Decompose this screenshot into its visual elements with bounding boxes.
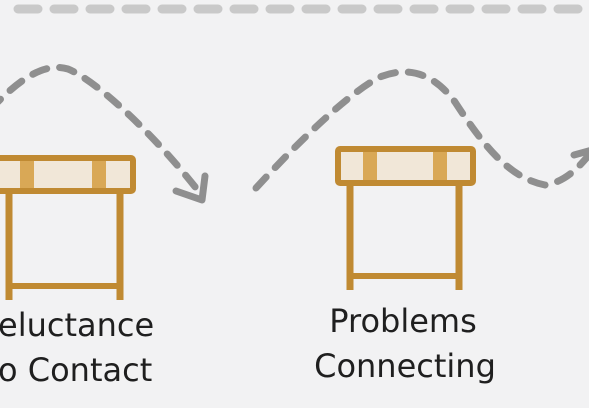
dashed-path-arc-2 — [252, 68, 589, 192]
hurdle-icon — [335, 146, 476, 290]
hurdle-label-reluctance-line-1: eluctance — [0, 306, 154, 344]
hurdle-label-reluctance-line-2: o Contact — [0, 351, 152, 389]
hurdle-label-problems-line-1: Problems — [329, 302, 477, 340]
hurdle-icon — [0, 155, 136, 300]
hurdle-label-problems-line-2: Connecting — [314, 347, 496, 385]
dashed-arrow-icon — [172, 172, 209, 204]
dashed-path-arc-1 — [0, 64, 200, 192]
dashed-arrow-icon — [570, 147, 589, 159]
